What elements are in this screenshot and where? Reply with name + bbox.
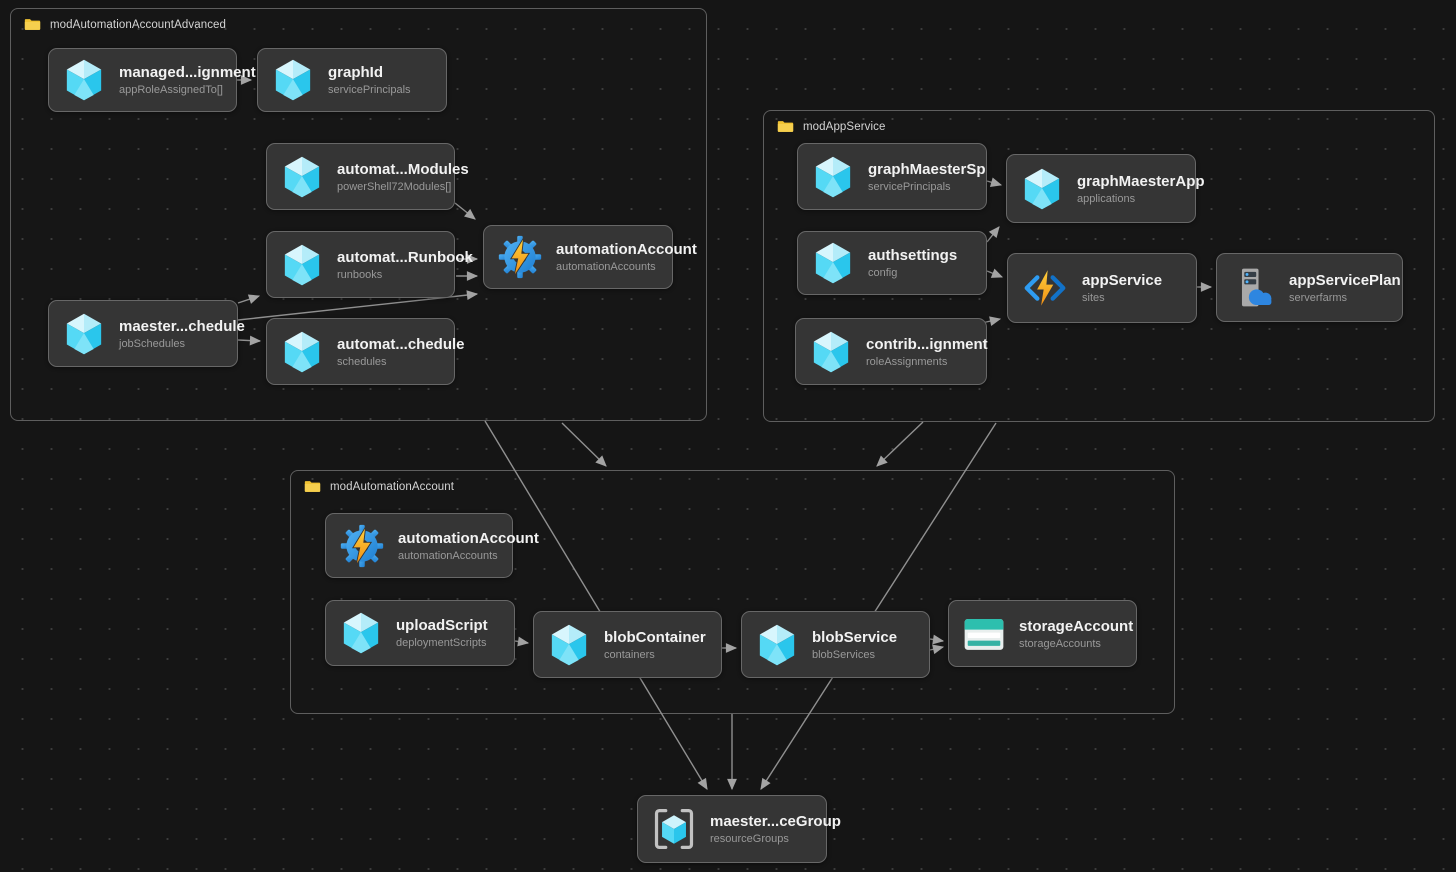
bicep-cube-icon: [811, 155, 855, 199]
node-subtitle: servicePrincipals: [328, 84, 411, 96]
node-subtitle: config: [868, 267, 898, 279]
node-subtitle: schedules: [337, 355, 387, 368]
node-title: automat...Runbook: [337, 248, 473, 266]
node-appServicePlan[interactable]: appServicePlan serverfarms: [1216, 253, 1403, 322]
node-authsettings[interactable]: authsettings config: [797, 231, 987, 295]
node-subtitle: applications: [1077, 192, 1136, 205]
bicep-cube-icon: [809, 330, 853, 374]
bicep-cube-icon: [811, 241, 855, 285]
node-subtitle: storageAccounts: [1019, 637, 1101, 650]
node-title: authsettings: [868, 247, 958, 264]
node-graphId[interactable]: graphId servicePrincipals: [257, 48, 447, 112]
node-title: blobContainer: [604, 628, 706, 646]
node-appService[interactable]: appService sites: [1007, 253, 1197, 323]
node-maester-resourceGroup[interactable]: maester...ceGroup resourceGroups: [637, 795, 841, 863]
node-blobContainer[interactable]: blobContainer containers: [533, 611, 722, 678]
bicep-cube-icon: [1020, 167, 1064, 211]
edge-appservice-to-modAutomationAccount: [876, 421, 924, 467]
bicep-cube-icon: [271, 58, 315, 102]
node-title: managed...ignment: [119, 64, 256, 81]
node-title: automat...chedule: [337, 335, 465, 353]
bicep-cube-icon: [339, 611, 383, 655]
storage-account-icon: [962, 612, 1006, 656]
node-graphMaesterSp[interactable]: graphMaesterSp servicePrincipals: [797, 143, 987, 210]
node-title: blobService: [812, 628, 898, 646]
module-header: modAutomationAccountAdvanced: [24, 18, 226, 31]
node-title: automat...Modules: [337, 160, 469, 178]
node-subtitle: runbooks: [337, 268, 383, 281]
folder-icon: [777, 121, 794, 132]
node-title: contrib...ignment: [866, 335, 988, 353]
bicep-cube-icon: [280, 243, 324, 287]
module-modAppService[interactable]: modAppService: [763, 110, 1435, 422]
app-service-plan-icon: [1230, 265, 1276, 311]
module-modAutomationAccount[interactable]: modAutomationAccount: [290, 470, 1175, 714]
node-title: maester...chedule: [119, 317, 245, 335]
node-subtitle: appRoleAssignedTo[]: [119, 84, 223, 96]
resource-group-icon: [651, 806, 697, 852]
node-subtitle: powerShell72Modules[]: [337, 180, 452, 193]
node-subtitle: servicePrincipals: [868, 180, 951, 193]
node-graphMaesterApp[interactable]: graphMaesterApp applications: [1006, 154, 1205, 223]
node-subtitle: containers: [604, 648, 655, 661]
node-uploadScript[interactable]: uploadScript deploymentScripts: [325, 600, 515, 666]
node-automationAccount[interactable]: automationAccount automationAccounts: [325, 513, 539, 578]
node-subtitle: serverfarms: [1289, 291, 1348, 304]
bicep-cube-icon: [62, 312, 106, 356]
node-title: storageAccount: [1019, 617, 1134, 635]
node-automationAccount-advanced[interactable]: automationAccount automationAccounts: [483, 225, 697, 289]
node-storageAccount[interactable]: storageAccount storageAccounts: [948, 600, 1137, 667]
module-label: modAutomationAccount: [330, 480, 455, 493]
node-title: maester...ceGroup: [710, 813, 841, 830]
module-header: modAppService: [777, 120, 885, 133]
folder-icon: [304, 481, 321, 492]
node-title: graphId: [328, 64, 383, 81]
node-subtitle: automationAccounts: [398, 549, 498, 562]
bicep-cube-icon: [280, 330, 324, 374]
node-subtitle: automationAccounts: [556, 261, 656, 273]
node-maester-schedule[interactable]: maester...chedule jobSchedules: [48, 300, 245, 367]
node-title: automationAccount: [398, 529, 539, 547]
node-subtitle: roleAssignments: [866, 355, 948, 368]
automation-gear-icon: [497, 234, 543, 280]
node-title: graphMaesterSp: [868, 160, 986, 178]
node-title: appService: [1082, 272, 1163, 289]
node-subtitle: sites: [1082, 292, 1105, 304]
node-subtitle: jobSchedules: [119, 337, 186, 350]
node-title: uploadScript: [396, 617, 488, 634]
node-subtitle: deploymentScripts: [396, 637, 487, 649]
module-label: modAppService: [803, 120, 886, 133]
node-title: graphMaesterApp: [1077, 172, 1205, 190]
node-contrib-assignment[interactable]: contrib...ignment roleAssignments: [795, 318, 988, 385]
node-managed-assignment[interactable]: managed...ignment appRoleAssignedTo[]: [48, 48, 256, 112]
node-automation-modules[interactable]: automat...Modules powerShell72Modules[]: [266, 143, 469, 210]
node-title: automationAccount: [556, 241, 697, 258]
edge-advanced-to-modAutomationAccount: [561, 422, 607, 467]
module-header: modAutomationAccount: [304, 480, 454, 493]
node-automation-runbook[interactable]: automat...Runbook runbooks: [266, 231, 473, 298]
node-title: appServicePlan: [1289, 271, 1401, 289]
node-subtitle: blobServices: [812, 648, 875, 661]
bicep-cube-icon: [280, 155, 324, 199]
folder-icon: [24, 19, 41, 30]
node-automation-schedule[interactable]: automat...chedule schedules: [266, 318, 465, 385]
bicep-cube-icon: [62, 58, 106, 102]
bicep-cube-icon: [755, 623, 799, 667]
module-label: modAutomationAccountAdvanced: [50, 18, 227, 31]
automation-gear-icon: [339, 523, 385, 569]
node-blobService[interactable]: blobService blobServices: [741, 611, 930, 678]
node-subtitle: resourceGroups: [710, 833, 789, 845]
app-service-icon: [1021, 264, 1069, 312]
bicep-cube-icon: [547, 623, 591, 667]
module-modAutomationAccountAdvanced[interactable]: modAutomationAccountAdvanced: [10, 8, 707, 421]
